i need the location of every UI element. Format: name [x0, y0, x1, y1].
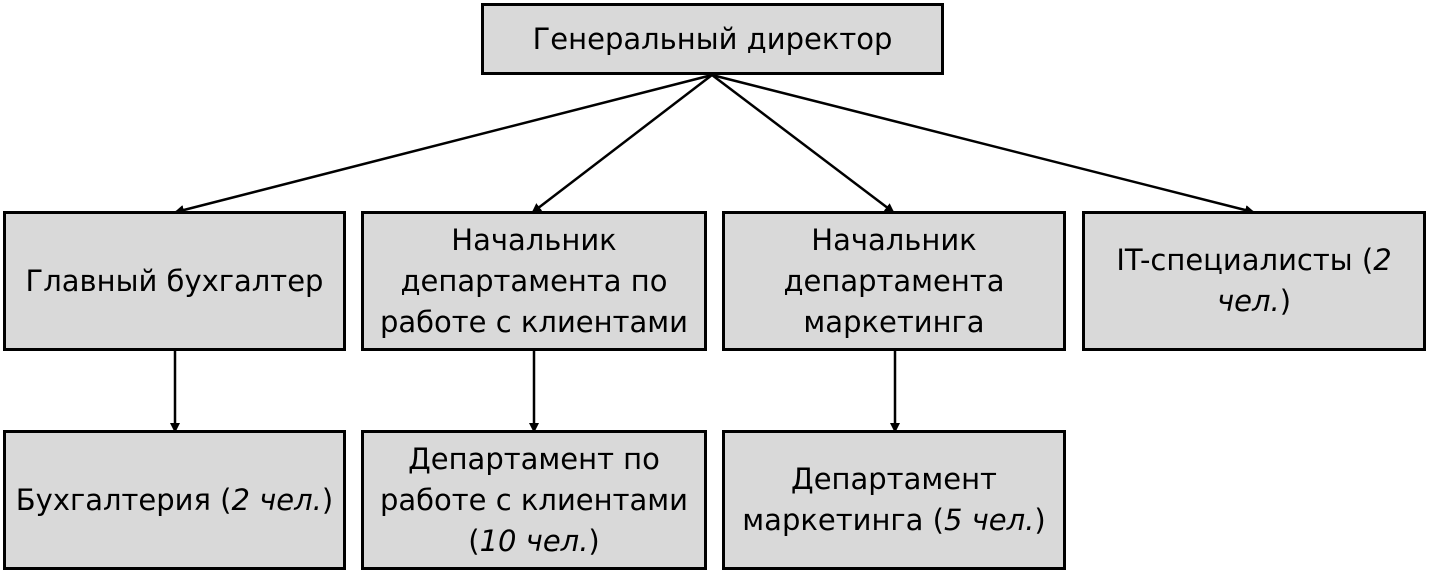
node-client-dept-close: ): [588, 523, 600, 558]
node-accounting-close: ): [321, 482, 334, 517]
node-marketing-dept: Департамент маркетинга (5 чел.): [722, 430, 1066, 570]
node-it-close: ): [1279, 284, 1292, 318]
node-accounting-label: Бухгалтерия (2 чел.): [16, 480, 333, 521]
edge-ceo-to-client-head: [531, 74, 713, 214]
node-it-text: IT-специалисты (: [1116, 243, 1374, 277]
edge-ceo-to-it: [711, 73, 1255, 215]
edge-ceo-to-marketing-head: [711, 74, 895, 214]
node-accounting-count: 2 чел.: [231, 482, 322, 517]
node-client-dept-line1: Департамент по: [408, 441, 660, 476]
node-client-dept-count: 10 чел.: [479, 523, 589, 558]
node-marketing-dept-label: Департамент маркетинга (5 чел.): [742, 459, 1045, 541]
node-client-dept-label: Департамент по работе с клиентами (10 че…: [380, 439, 688, 562]
node-chief-accountant: Главный бухгалтер: [3, 211, 346, 351]
node-client-head-line3: работе с клиентами: [379, 304, 688, 339]
node-chief-accountant-label: Главный бухгалтер: [25, 263, 324, 298]
node-marketing-head: Начальник департамента маркетинга: [722, 211, 1066, 351]
node-ceo-label: Генеральный директор: [532, 21, 893, 56]
node-accounting-text: Бухгалтерия (: [15, 482, 232, 517]
node-marketing-dept-line2: маркетинга (: [742, 503, 944, 537]
node-marketing-head-label: Начальник департамента маркетинга: [783, 220, 1004, 343]
node-it-unit: чел.: [1216, 284, 1280, 318]
node-client-head-label: Начальник департамента по работе с клиен…: [380, 220, 688, 343]
node-it: IT-специалисты (2 чел.): [1082, 211, 1426, 351]
node-client-head-line2: департамента по: [400, 263, 668, 298]
node-client-head-line1: Начальник: [451, 222, 617, 257]
edge-ceo-to-chief-accountant: [174, 73, 713, 215]
node-marketing-dept-close: ): [1034, 503, 1046, 537]
node-ceo: Генеральный директор: [481, 3, 944, 75]
node-client-dept-open: (: [468, 523, 480, 558]
node-marketing-dept-line1: Департамент: [791, 462, 997, 496]
node-marketing-head-line3: маркетинга: [803, 304, 985, 339]
node-it-label: IT-специалисты (2 чел.): [1116, 240, 1391, 322]
node-marketing-dept-count: 5 чел.: [943, 503, 1035, 537]
node-it-count: 2: [1373, 243, 1392, 277]
node-client-dept-line2: работе с клиентами: [379, 482, 688, 517]
node-marketing-head-line1: Начальник: [811, 222, 977, 257]
node-marketing-head-line2: департамента: [783, 263, 1005, 298]
node-client-dept: Департамент по работе с клиентами (10 че…: [361, 430, 707, 570]
node-accounting: Бухгалтерия (2 чел.): [3, 430, 346, 570]
node-client-head: Начальник департамента по работе с клиен…: [361, 211, 707, 351]
